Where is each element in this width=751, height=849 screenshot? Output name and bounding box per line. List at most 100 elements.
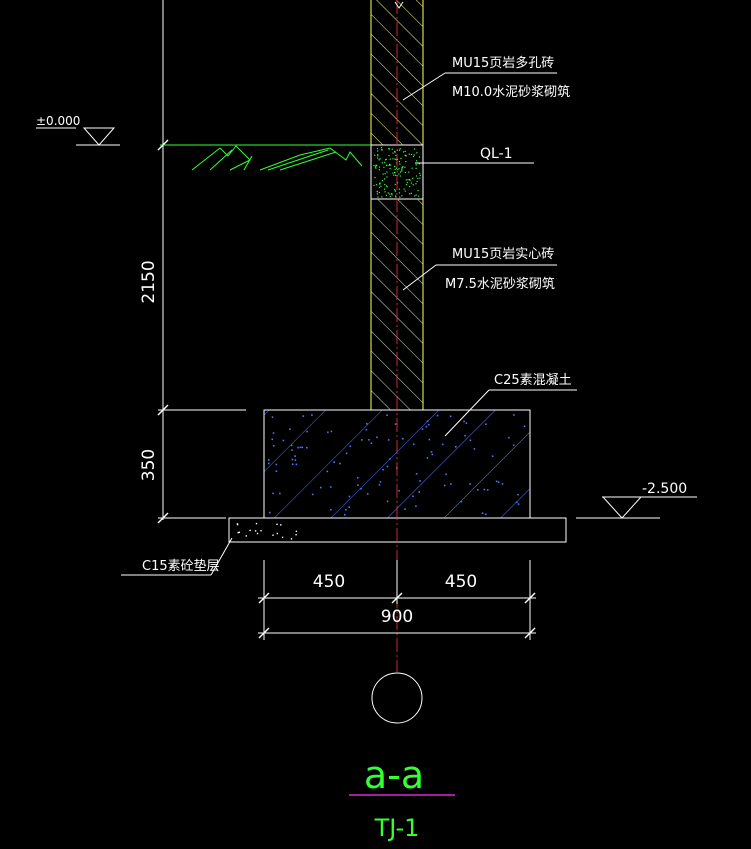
speckle-dot — [385, 194, 387, 196]
speckle-dot — [281, 536, 284, 539]
speckle-dot — [391, 194, 393, 196]
speckle-dot — [389, 195, 391, 198]
speckle-dot — [348, 506, 350, 508]
speckle-dot — [378, 484, 381, 486]
speckle-dot — [418, 491, 420, 493]
speckle-dot — [333, 461, 335, 463]
speckle-dot — [384, 159, 387, 161]
speckle-dot — [330, 508, 332, 511]
speckle-dot — [289, 428, 291, 430]
upper-wall-material-text: MU15页岩多孔砖 — [452, 55, 554, 71]
speckle-dot — [389, 163, 391, 165]
speckle-dot — [381, 179, 383, 182]
speckle-dot — [280, 524, 282, 526]
speckle-dot — [381, 148, 383, 151]
speckle-dot — [238, 531, 240, 533]
speckle-dot — [417, 190, 419, 192]
speckle-dot — [269, 511, 271, 514]
speckle-dot — [491, 455, 494, 457]
speckle-dot — [465, 422, 468, 424]
speckle-dot — [426, 457, 429, 459]
speckle-dot — [374, 154, 376, 156]
speckle-dot — [374, 177, 376, 179]
speckle-dot — [384, 184, 386, 186]
speckle-dot — [385, 158, 387, 160]
speckle-dot — [387, 439, 390, 441]
speckle-dot — [415, 167, 417, 169]
speckle-dot — [271, 416, 274, 418]
speckle-dot — [418, 156, 421, 158]
ground-line — [160, 144, 371, 171]
speckle-dot — [408, 171, 410, 173]
speckle-dot — [382, 468, 384, 471]
speckle-dot — [426, 420, 429, 422]
speckle-dot — [405, 161, 407, 163]
speckle-dot — [415, 164, 417, 166]
total-width-dimension: 900 — [381, 607, 413, 627]
base-elevation-text: -2.500 — [642, 481, 687, 497]
speckle-dot — [381, 196, 383, 198]
speckle-dot — [483, 488, 486, 491]
speckle-dot — [405, 183, 408, 186]
speckle-dot — [376, 191, 378, 193]
speckle-dot — [384, 173, 386, 175]
speckle-dot — [409, 193, 411, 195]
axis-bubble — [371, 672, 423, 724]
cushion-leader: C15素砼垫层 — [121, 537, 233, 576]
section-title: a-a TJ-1 — [349, 753, 455, 842]
speckle-dot — [394, 188, 396, 191]
speckle-dot — [409, 179, 411, 181]
speckle-dot — [373, 184, 375, 186]
speckle-dot — [392, 152, 394, 154]
speckle-dot — [394, 190, 396, 192]
speckle-dot — [419, 172, 421, 174]
speckle-dot — [272, 492, 274, 495]
speckle-dot — [387, 192, 389, 194]
speckle-dot — [395, 158, 397, 160]
speckle-dot — [386, 414, 388, 416]
speckle-dot — [375, 164, 377, 166]
speckle-dot — [515, 501, 518, 503]
speckle-dot — [349, 445, 352, 448]
speckle-dot — [386, 164, 388, 166]
speckle-dot — [523, 425, 526, 428]
speckle-dot — [400, 157, 402, 159]
speckle-dot — [436, 414, 439, 417]
speckle-dot — [389, 158, 391, 160]
speckle-dot — [386, 176, 388, 178]
speckle-dot — [416, 160, 418, 162]
speckle-dot — [260, 530, 262, 532]
speckle-dot — [399, 171, 402, 173]
speckle-dot — [279, 492, 281, 495]
speckle-dot — [399, 148, 401, 150]
speckle-dot — [236, 523, 239, 525]
speckle-dot — [512, 444, 515, 446]
speckle-dot — [276, 532, 278, 535]
speckle-dot — [416, 152, 418, 154]
speckle-dot — [410, 192, 412, 194]
speckle-dot — [357, 484, 359, 486]
speckle-dot — [392, 172, 394, 174]
speckle-dot — [404, 508, 406, 510]
speckle-dot — [463, 420, 465, 423]
speckle-dot — [256, 532, 259, 535]
lower-wall-material-text: MU15页岩实心砖 — [452, 247, 554, 262]
speckle-dot — [361, 439, 363, 441]
speckle-dot — [339, 462, 341, 465]
speckle-dot — [388, 148, 390, 150]
speckle-dot — [370, 442, 373, 444]
speckle-dot — [401, 170, 403, 172]
speckle-dot — [396, 158, 399, 160]
speckle-dot — [345, 508, 347, 511]
speckle-dot — [427, 423, 430, 426]
footing-leader: C25素混凝土 — [444, 372, 577, 437]
speckle-dot — [344, 513, 346, 516]
wall-height-dimension: 2150 — [139, 260, 159, 303]
speckle-dot — [398, 149, 401, 151]
speckle-dot — [395, 195, 397, 197]
speckle-dot — [380, 185, 382, 187]
speckle-dot — [384, 191, 386, 193]
speckle-dot — [412, 155, 415, 158]
speckle-dot — [398, 168, 400, 170]
speckle-dot — [377, 154, 379, 156]
